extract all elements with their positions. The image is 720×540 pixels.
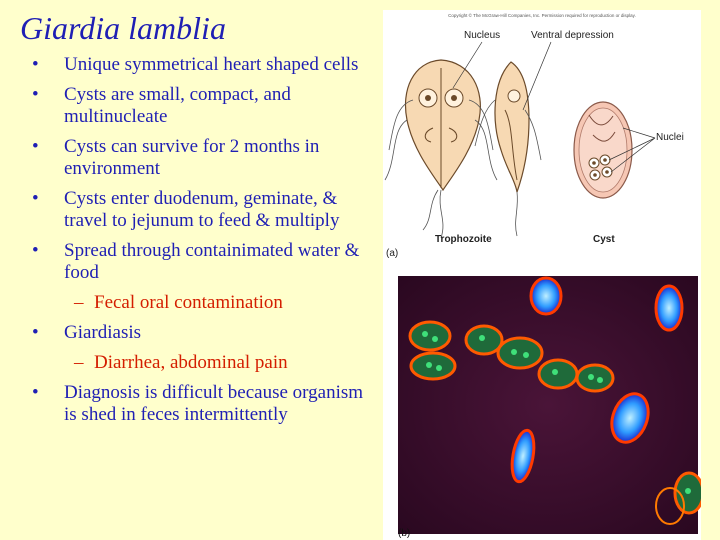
copyright-notice: Copyright © The McGraw-Hill Companies, I…	[448, 13, 636, 18]
label-panel-a: (a)	[386, 248, 399, 259]
label-trophozoite: Trophozoite	[435, 234, 492, 245]
label-nucleus: Nucleus	[464, 30, 501, 41]
bullet-item: • Diagnosis is difficult because organism…	[30, 382, 375, 426]
bullet-marker: •	[32, 188, 39, 209]
bullet-text: Cysts enter duodenum, geminate, & travel…	[64, 188, 340, 231]
trophozoite-side-drawing	[474, 61, 542, 237]
bullet-marker: •	[32, 84, 39, 105]
label-cyst: Cyst	[593, 234, 615, 245]
trophozoite-front-drawing	[384, 59, 498, 239]
bullet-marker: •	[32, 382, 39, 403]
bullet-text: Cysts are small, compact, and multinucle…	[64, 84, 291, 127]
bullet-item: • Cysts enter duodenum, geminate, & trave…	[30, 188, 375, 232]
bullet-marker: •	[32, 240, 39, 261]
bullet-list: • Unique symmetrical heart shaped cells • C…	[30, 54, 375, 434]
sub-bullet-item: –Diarrhea, abdominal pain	[30, 352, 375, 374]
label-panel-b: (b)	[398, 528, 411, 539]
bullet-item: • Unique symmetrical heart shaped cells	[30, 54, 375, 76]
bullet-text: Unique symmetrical heart shaped cells	[64, 54, 359, 75]
bullet-item: • Cysts are small, compact, and multinucl…	[30, 84, 375, 128]
bullet-text: Diarrhea, abdominal pain	[94, 352, 288, 373]
label-nuclei: Nuclei	[656, 132, 684, 143]
bullet-text: Spread through containimated water & foo…	[64, 240, 360, 283]
bullet-marker: •	[32, 136, 39, 157]
bullet-marker: –	[74, 352, 84, 373]
fluorescence-micrograph	[398, 276, 701, 534]
bullet-item: • Spread through containimated water & fo…	[30, 240, 375, 284]
cyst-drawing	[573, 101, 633, 199]
bullet-item: • Giardiasis	[30, 322, 375, 344]
bullet-marker: •	[32, 322, 39, 343]
bullet-text: Diagnosis is difficult because organism …	[64, 382, 364, 425]
bullet-marker: –	[74, 292, 84, 313]
sub-bullet-item: –Fecal oral contamination	[30, 292, 375, 314]
bullet-item: • Cysts can survive for 2 months in envir…	[30, 136, 375, 180]
label-ventral-depression: Ventral depression	[531, 30, 614, 41]
figure-panel-a: Copyright © The McGraw-Hill Companies, I…	[383, 10, 701, 268]
bullet-text: Giardiasis	[64, 322, 142, 343]
bullet-text: Fecal oral contamination	[94, 292, 283, 313]
slide-title: Giardia lamblia	[20, 10, 226, 46]
bullet-text: Cysts can survive for 2 months in enviro…	[64, 136, 320, 179]
giardia-drawing	[384, 41, 656, 239]
figure-panel-b: (b)	[383, 268, 701, 540]
bullet-marker: •	[32, 54, 39, 75]
